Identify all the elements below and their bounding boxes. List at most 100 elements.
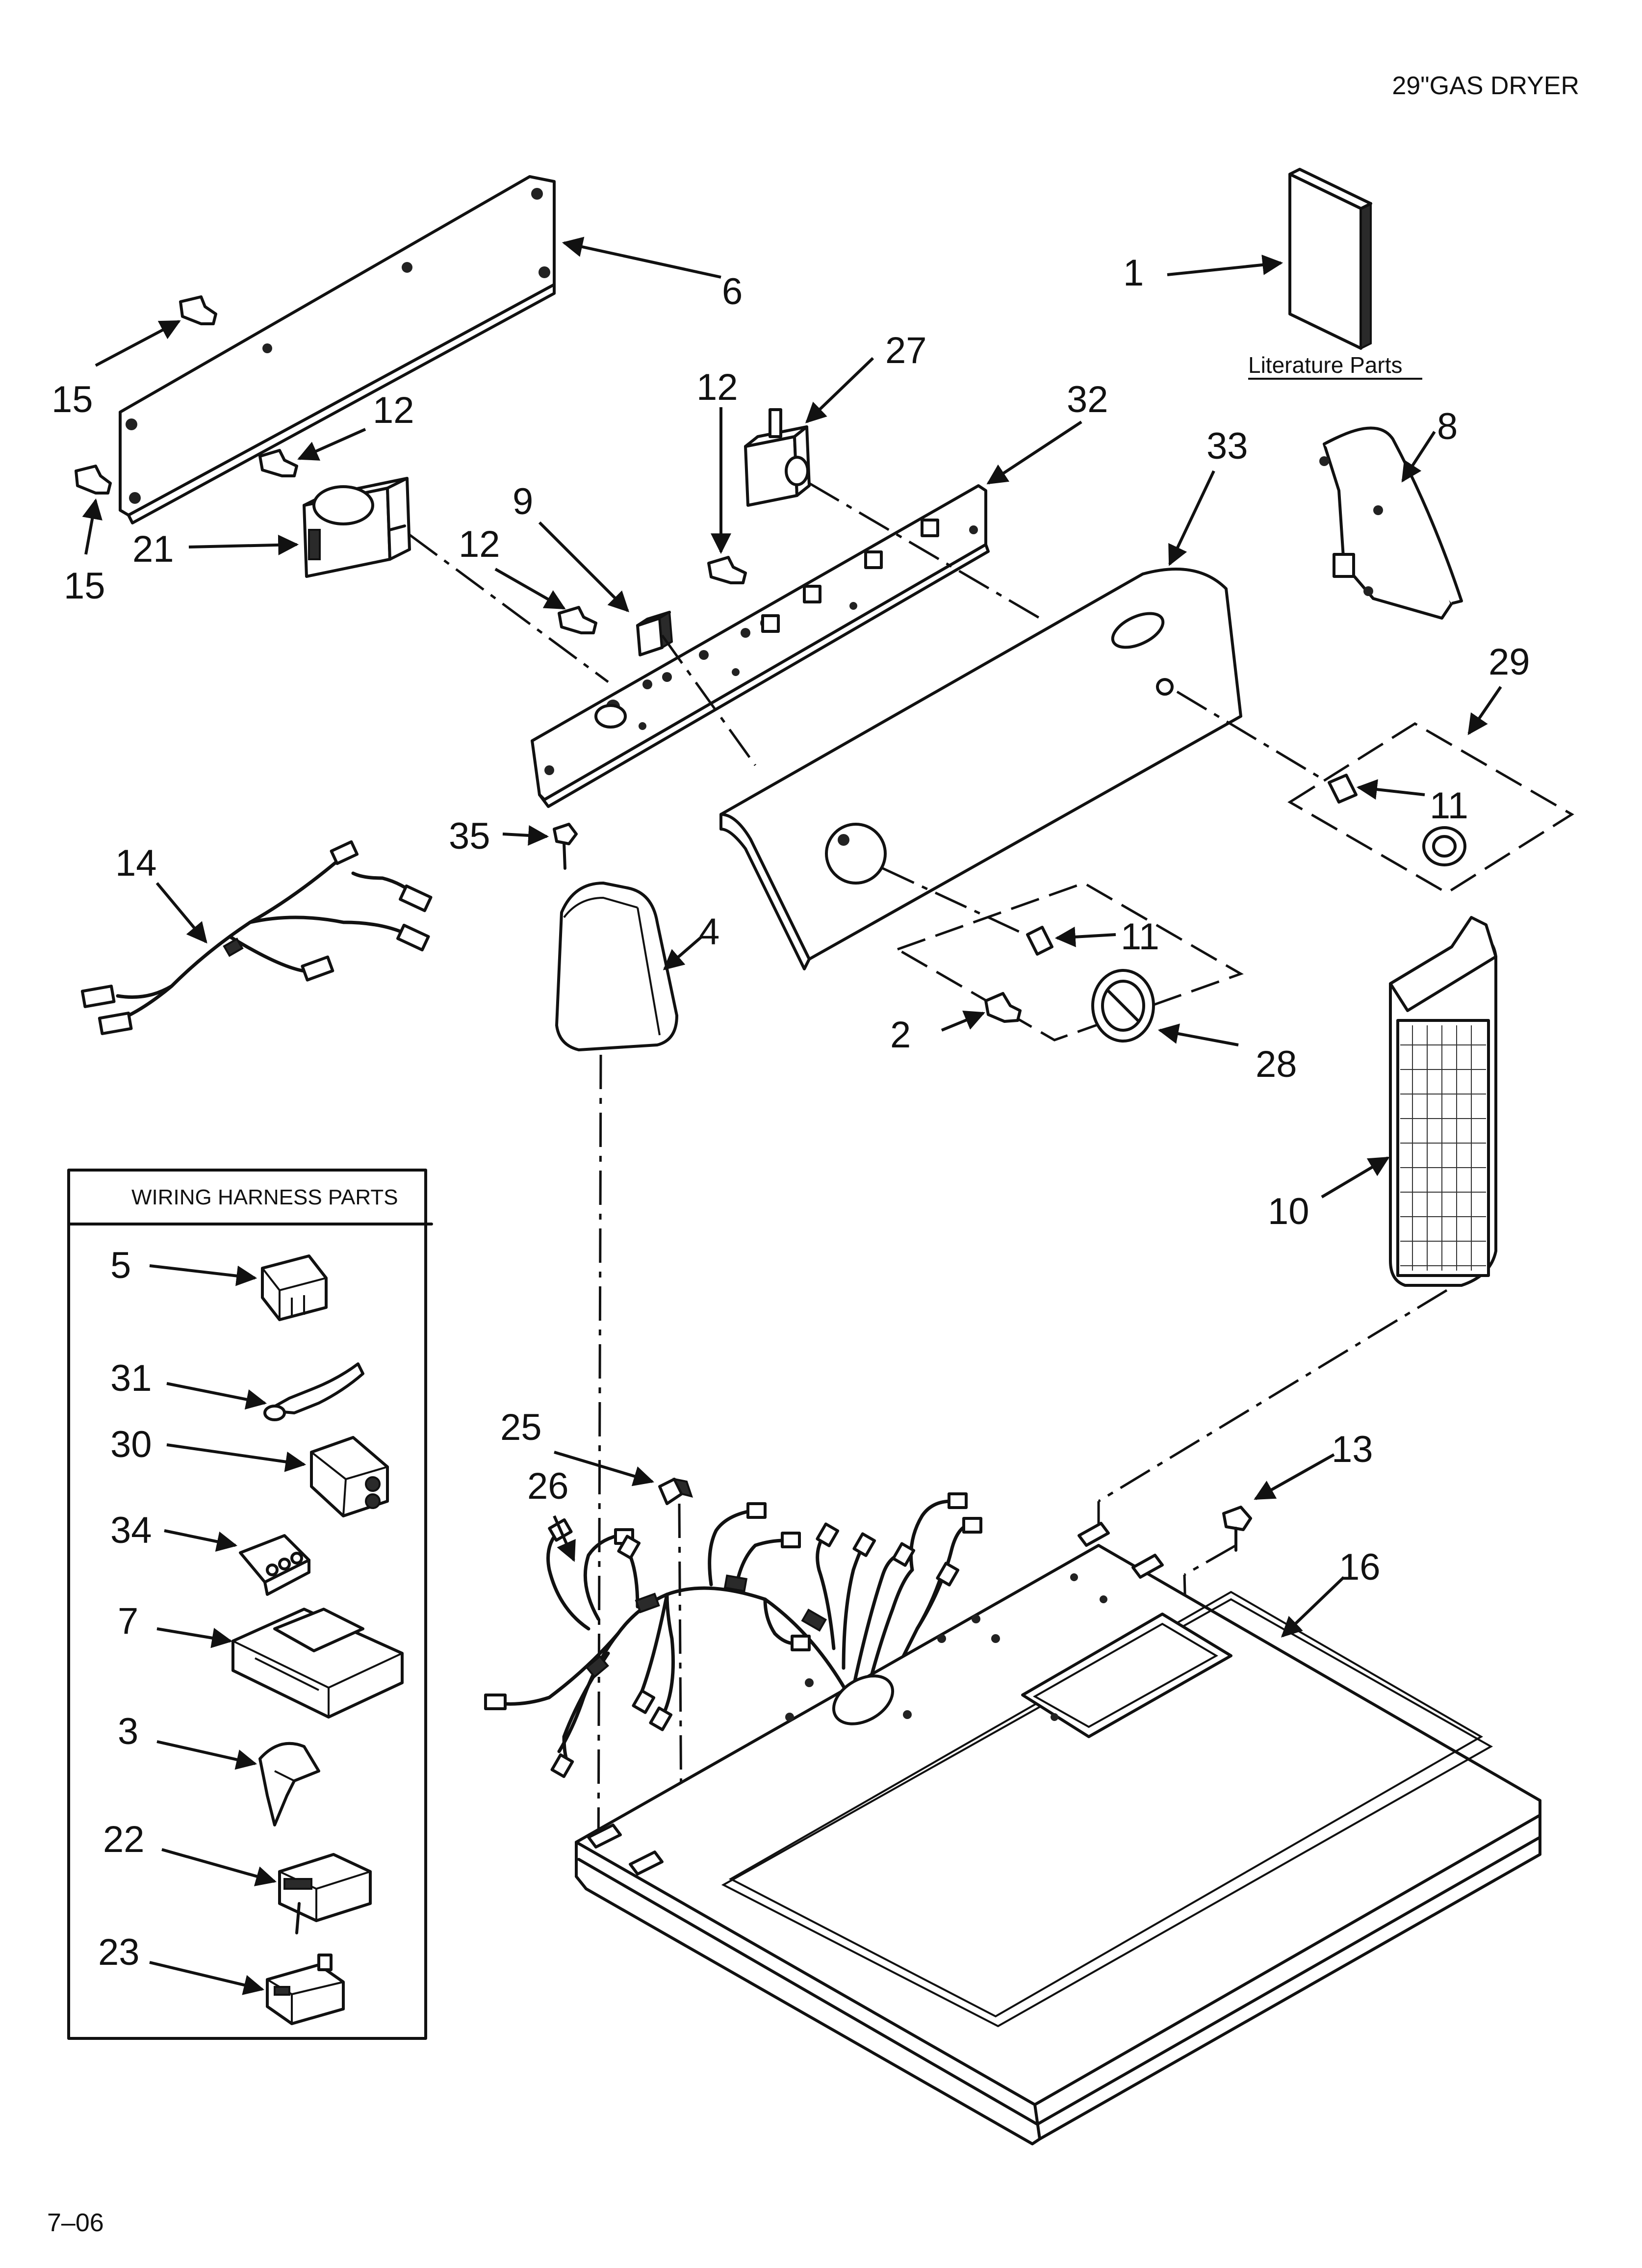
callout-arrow-15a <box>95 320 181 367</box>
page-title: 29"GAS DRYER <box>1392 72 1579 100</box>
screw-12-left[interactable] <box>258 449 298 477</box>
timer-knob[interactable] <box>1091 969 1155 1043</box>
callout-10: 10 <box>1268 1191 1309 1232</box>
callout-arrow-13 <box>1254 1453 1335 1500</box>
callout-arrow-31 <box>166 1382 267 1410</box>
kit-28-outline <box>895 882 1244 1042</box>
wiring-harness-box <box>67 1169 427 2040</box>
callout-1: 1 <box>1123 252 1144 294</box>
wire-clip-3[interactable] <box>258 1742 320 1826</box>
callout-arrow-21 <box>188 534 299 555</box>
callout-arrow-27 <box>805 357 874 423</box>
assembly-line-screw-13 <box>1183 1544 1237 1576</box>
callout-arrow-34 <box>164 1529 238 1552</box>
callout-arrow-26 <box>553 1515 576 1562</box>
connector-23[interactable] <box>266 1954 345 2025</box>
callout-12-right: 12 <box>696 366 738 408</box>
clip-25[interactable] <box>658 1478 693 1505</box>
callout-25: 25 <box>500 1407 542 1448</box>
callout-30: 30 <box>110 1424 152 1465</box>
callout-7: 7 <box>118 1600 138 1642</box>
console-end-cap[interactable] <box>1319 426 1463 620</box>
screw-13[interactable] <box>1222 1506 1252 1552</box>
selector-switch[interactable] <box>744 408 811 507</box>
callout-3: 3 <box>118 1711 138 1752</box>
callout-arrow-29 <box>1467 686 1502 735</box>
knob-insert-11-left[interactable] <box>1026 926 1053 956</box>
callout-arrow-12a <box>297 428 366 461</box>
rear-panel[interactable] <box>119 175 556 524</box>
assembly-line-switch <box>661 634 757 766</box>
callout-arrow-28 <box>1157 1023 1239 1046</box>
callout-arrow-5 <box>149 1264 257 1286</box>
assembly-line-knob <box>882 867 1021 934</box>
callout-arrow-32 <box>986 420 1082 485</box>
console-bracket[interactable] <box>531 484 990 808</box>
timer[interactable] <box>303 477 411 578</box>
callout-6: 6 <box>722 271 743 313</box>
screw-15-upper[interactable] <box>179 295 217 325</box>
console-end-cap-left[interactable] <box>555 882 678 1051</box>
callout-27: 27 <box>885 330 927 371</box>
assembly-line-timer <box>409 533 609 683</box>
screw-12-right[interactable] <box>707 556 747 584</box>
callout-5: 5 <box>110 1245 131 1286</box>
callout-arrow-16 <box>1281 1576 1345 1638</box>
connector-22[interactable] <box>278 1853 372 1934</box>
callout-35: 35 <box>449 815 490 857</box>
screw-2[interactable] <box>984 992 1022 1023</box>
callout-33: 33 <box>1206 425 1248 467</box>
callout-arrow-2 <box>941 1010 985 1032</box>
callout-22: 22 <box>103 1819 145 1860</box>
callout-arrow-4 <box>663 936 702 970</box>
callout-arrow-6 <box>562 236 721 279</box>
callout-14: 14 <box>115 842 157 884</box>
connector-34[interactable] <box>239 1534 310 1596</box>
callout-16: 16 <box>1339 1546 1381 1588</box>
callout-arrow-25 <box>554 1451 655 1486</box>
callout-28: 28 <box>1256 1043 1297 1085</box>
callout-15-lower: 15 <box>64 565 105 607</box>
screw-12-middle[interactable] <box>558 606 597 634</box>
callout-arrow-9 <box>538 521 629 612</box>
callout-arrow-10 <box>1321 1156 1390 1199</box>
callout-34: 34 <box>110 1510 152 1551</box>
callout-23: 23 <box>98 1931 140 1973</box>
console-panel[interactable] <box>719 568 1242 970</box>
screw-15-lower[interactable] <box>75 465 112 495</box>
callout-arrow-22 <box>161 1848 277 1886</box>
push-button-knob[interactable] <box>1422 826 1466 866</box>
lint-screen[interactable] <box>1389 916 1497 1287</box>
knob-insert-11-right[interactable] <box>1328 774 1358 804</box>
push-switch[interactable] <box>636 610 673 656</box>
callout-arrow-7 <box>156 1627 233 1648</box>
callout-arrow-33 <box>1168 470 1215 566</box>
callout-15-upper: 15 <box>51 379 93 420</box>
callout-arrow-11-left <box>1054 926 1116 947</box>
callout-26: 26 <box>527 1465 569 1507</box>
screw-35[interactable] <box>553 823 578 870</box>
literature-part[interactable] <box>1288 168 1372 350</box>
callout-11-right: 11 <box>1430 785 1468 827</box>
callout-4: 4 <box>699 911 719 953</box>
kit-29-outline <box>1287 722 1574 894</box>
top-panel[interactable] <box>575 1522 1541 2145</box>
connector-30[interactable] <box>310 1436 389 1517</box>
terminal-31[interactable] <box>263 1362 364 1421</box>
wiring-harness-box-title: WIRING HARNESS PARTS <box>131 1185 398 1209</box>
callout-8: 8 <box>1437 406 1458 447</box>
callout-arrow-12b <box>494 568 566 610</box>
callout-arrow-15b <box>82 498 103 555</box>
assembly-line-lint-screen <box>1098 1289 1448 1503</box>
lint-screen-mesh <box>1400 1025 1486 1271</box>
callout-2: 2 <box>890 1014 911 1056</box>
callout-arrow-14 <box>155 882 207 944</box>
connector-7[interactable] <box>231 1608 404 1719</box>
wiring-harness-14[interactable] <box>80 840 433 1035</box>
main-wiring-harness-26[interactable] <box>484 1492 982 1778</box>
callout-arrow-1 <box>1167 255 1283 276</box>
callout-32: 32 <box>1067 379 1108 420</box>
connector-5[interactable] <box>261 1254 328 1321</box>
callout-9: 9 <box>513 481 533 522</box>
